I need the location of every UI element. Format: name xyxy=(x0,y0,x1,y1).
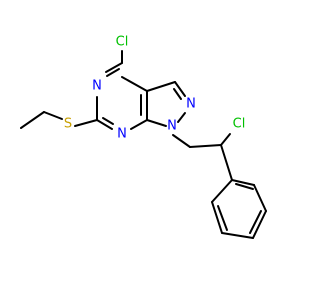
bond-c3a-c3 xyxy=(146,81,176,92)
bond-n1-c7a xyxy=(130,119,148,130)
phenyl-bond-4 xyxy=(252,210,267,239)
bond-c2-s xyxy=(74,119,98,127)
bond-c3-n2 xyxy=(174,81,186,97)
phenyl-bond-1 xyxy=(211,179,233,203)
bond-c4-n3 xyxy=(105,62,123,73)
bond-n1-ch2 xyxy=(172,134,191,148)
phenyl-ring xyxy=(211,179,267,239)
atom-cl-top: Cl xyxy=(116,35,129,50)
molecule-structure: Cl N N S N N Cl xyxy=(20,35,267,239)
phenyl-bond-2 xyxy=(211,201,223,234)
atom-n1: N xyxy=(117,127,127,142)
bond-n1pz-c7a xyxy=(146,119,167,127)
bond-ch2-chcl xyxy=(189,144,222,148)
phenyl-bond-5 xyxy=(253,184,267,212)
bond-chcl-phenyl xyxy=(220,144,233,181)
atom-n3: N xyxy=(92,79,102,94)
bond-c3-n2-inner xyxy=(173,88,182,100)
bonds xyxy=(20,50,233,181)
phenyl-double-1 xyxy=(217,205,228,231)
bond-ch2-ch3 xyxy=(20,111,45,129)
bond-n2-n1 xyxy=(177,112,186,123)
atom-labels: Cl N N S N N Cl xyxy=(64,35,245,142)
bond-s-ch2 xyxy=(43,111,63,120)
bond-c4-n3-inner xyxy=(106,68,120,77)
bond-c2-n1 xyxy=(96,119,113,130)
molecule-diagram: Cl N N S N N Cl xyxy=(20,35,267,239)
phenyl-double-3 xyxy=(235,183,254,190)
atom-s: S xyxy=(64,117,72,132)
phenyl-bond-3 xyxy=(221,232,254,239)
bond-c2-n1-inner xyxy=(102,117,114,125)
atom-cl-side: Cl xyxy=(233,117,246,132)
bond-c3a-c4 xyxy=(121,76,148,92)
phenyl-double-2 xyxy=(249,210,262,234)
atom-n2: N xyxy=(186,97,196,112)
atom-n1-pyrazole: N xyxy=(167,119,177,134)
bond-chcl-cl xyxy=(220,133,231,146)
phenyl-bond-6 xyxy=(231,179,255,186)
